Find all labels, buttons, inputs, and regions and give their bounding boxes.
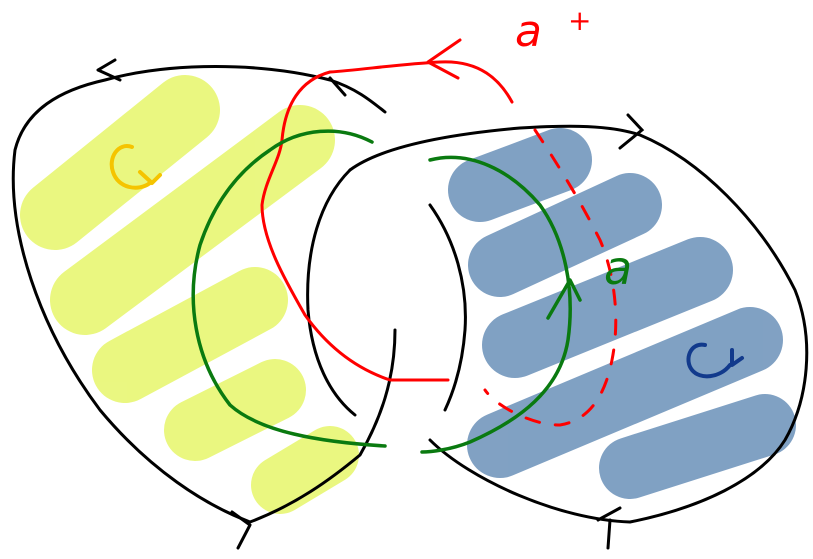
yellow-stripe: [50, 105, 335, 335]
green-arrowhead: [546, 278, 582, 320]
left-edge-tick: [328, 76, 347, 97]
red-arrowhead: [426, 38, 462, 80]
blue-stripe: [467, 307, 783, 478]
right-stripes: [448, 128, 796, 499]
red-curve-dashed: [483, 128, 618, 427]
clockwise-arrow-icon: [686, 342, 744, 379]
right-edge-tick: [596, 506, 622, 550]
right-surface: [306, 113, 809, 550]
left-edge-tick: [96, 58, 122, 82]
right-edge-tick: [618, 113, 645, 150]
right-surface-inner-edge: [428, 203, 467, 412]
green-curve-a: [191, 129, 582, 454]
blue-stripe: [599, 394, 796, 499]
red-label: a +: [515, 4, 591, 57]
right-surface-outline: [348, 124, 809, 524]
left-stripes: [20, 75, 359, 514]
blue-stripe: [448, 128, 592, 222]
yellow-stripe: [251, 426, 359, 514]
green-curve-left: [191, 129, 387, 448]
left-surface: [11, 58, 397, 550]
green-curve-right: [420, 155, 572, 454]
yellow-stripe: [20, 75, 220, 250]
green-label-a: a: [604, 241, 632, 295]
blue-stripe: [468, 173, 662, 297]
red-curve-a-plus: [260, 38, 618, 427]
clockwise-arrow-icon: [109, 144, 162, 190]
left-edge-tick: [230, 510, 252, 550]
left-surface-outline: [11, 65, 397, 524]
right-surface-inner: [306, 168, 357, 417]
yellow-stripe: [92, 267, 288, 403]
red-label-a: a: [515, 6, 542, 57]
red-curve-solid: [260, 60, 514, 382]
blue-stripe: [482, 237, 733, 378]
red-label-plus: +: [568, 4, 591, 37]
